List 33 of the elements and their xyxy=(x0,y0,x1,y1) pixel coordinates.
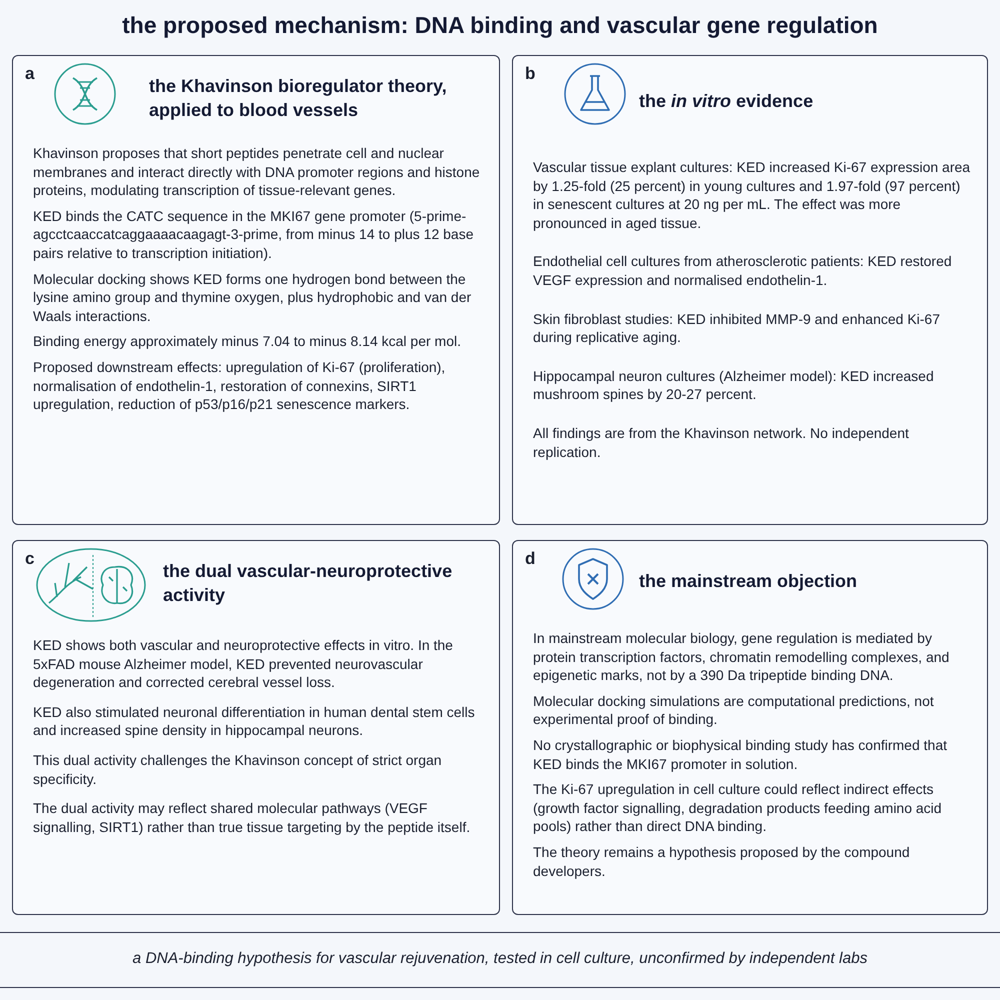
panel-letter: b xyxy=(525,64,536,84)
body-paragraph: Endothelial cell cultures from atherosclerotic patients: KED restored VEGF expression and normalised endothelin-1. xyxy=(533,252,953,290)
body-paragraph: KED also stimulated neuronal differentiation in human dental stem cells and increased spine density in hippocampal neurons. xyxy=(33,702,476,740)
body-paragraph: Molecular docking simulations are computational predictions, not experimental proof of binding. xyxy=(533,692,935,730)
body-paragraph: Vascular tissue explant cultures: KED increased Ki-67 expression area by 1.25-fold (25 percent) in young cultures and 1.97-fold (97 percent) in senescent cultures at 20 ng per mL. The effect was more pronounced in aged tissue. xyxy=(533,158,971,232)
panel-letter: d xyxy=(525,549,536,569)
panel-heading: the Khavinson bioregulator theory, applied to blood vessels xyxy=(149,75,448,122)
panel-card xyxy=(512,540,988,915)
body-paragraph: Binding energy approximately minus 7.04 to minus 8.14 kcal per mol. xyxy=(33,332,462,352)
diagram-title: the proposed mechanism: DNA binding and vascular gene regulation xyxy=(121,12,879,39)
panel-card xyxy=(512,55,988,525)
body-paragraph: KED binds the CATC sequence in the MKI67 gene promoter (5-prime-agcctcaaccatcaggaaaacaagagt-3-prime, from minus 14 to plus 12 base pairs relative to transcription initiation). xyxy=(33,206,474,263)
panel-letter: a xyxy=(25,64,34,84)
body-paragraph: Molecular docking shows KED forms one hydrogen bond between the lysine amino group and thymine oxygen, plus hydrophobic and van der Waals interactions. xyxy=(33,270,472,326)
panel-card xyxy=(12,540,500,915)
body-paragraph: The theory remains a hypothesis proposed by the compound developers. xyxy=(533,843,911,880)
panel-heading: the mainstream objection xyxy=(639,570,858,593)
panel-heading: the dual vascular-neuroprotective activity xyxy=(163,560,454,608)
body-paragraph: This dual activity challenges the Khavinson concept of strict organ specificity. xyxy=(33,751,443,788)
body-paragraph: KED shows both vascular and neuroprotective effects in vitro. In the 5xFAD mouse Alzheimer model, KED prevented neurovascular degeneration and corrected cerebral vessel loss. xyxy=(33,636,454,692)
body-paragraph: Proposed downstream effects: upregulation of Ki-67 (proliferation), normalisation of endothelin-1, restoration of connexins, SIRT1 upregulation, reduction of p53/p16/p21 senescence markers. xyxy=(33,358,446,414)
body-paragraph: All findings are from the Khavinson network. No independent replication. xyxy=(533,424,910,462)
panel-heading: the in vitro evidence xyxy=(639,90,814,113)
body-paragraph: The Ki-67 upregulation in cell culture could reflect indirect effects (growth factor signalling, degradation products feeding amino acid pools) rather than direct DNA binding. xyxy=(533,780,943,836)
panel-card xyxy=(12,55,500,525)
body-paragraph: No crystallographic or biophysical binding study has confirmed that KED binds the MKI67 promoter in solution. xyxy=(533,736,948,774)
body-paragraph: The dual activity may reflect shared molecular pathways (VEGF signalling, SIRT1) rather than true tissue targeting by the peptide itself. xyxy=(33,799,472,836)
body-paragraph: Skin fibroblast studies: KED inhibited MMP-9 and enhanced Ki-67 during replicative aging. xyxy=(533,310,941,347)
caption: a DNA-binding hypothesis for vascular rejuvenation, tested in cell culture, unconfirmed by independent labs xyxy=(132,950,868,968)
body-paragraph: In mainstream molecular biology, gene regulation is mediated by protein transcription factors, chromatin remodelling complexes, and epigenetic marks, not by a 390 Da tripeptide binding DNA. xyxy=(533,629,950,685)
panel-letter: c xyxy=(25,549,34,569)
body-paragraph: Khavinson proposes that short peptides penetrate cell and nuclear membranes and interact directly with DNA promoter regions and histone proteins, modulating transcription of tissue-relevant genes. xyxy=(33,144,481,200)
body-paragraph: Hippocampal neuron cultures (Alzheimer model): KED increased mushroom spines by 20-27 percent. xyxy=(533,366,935,404)
